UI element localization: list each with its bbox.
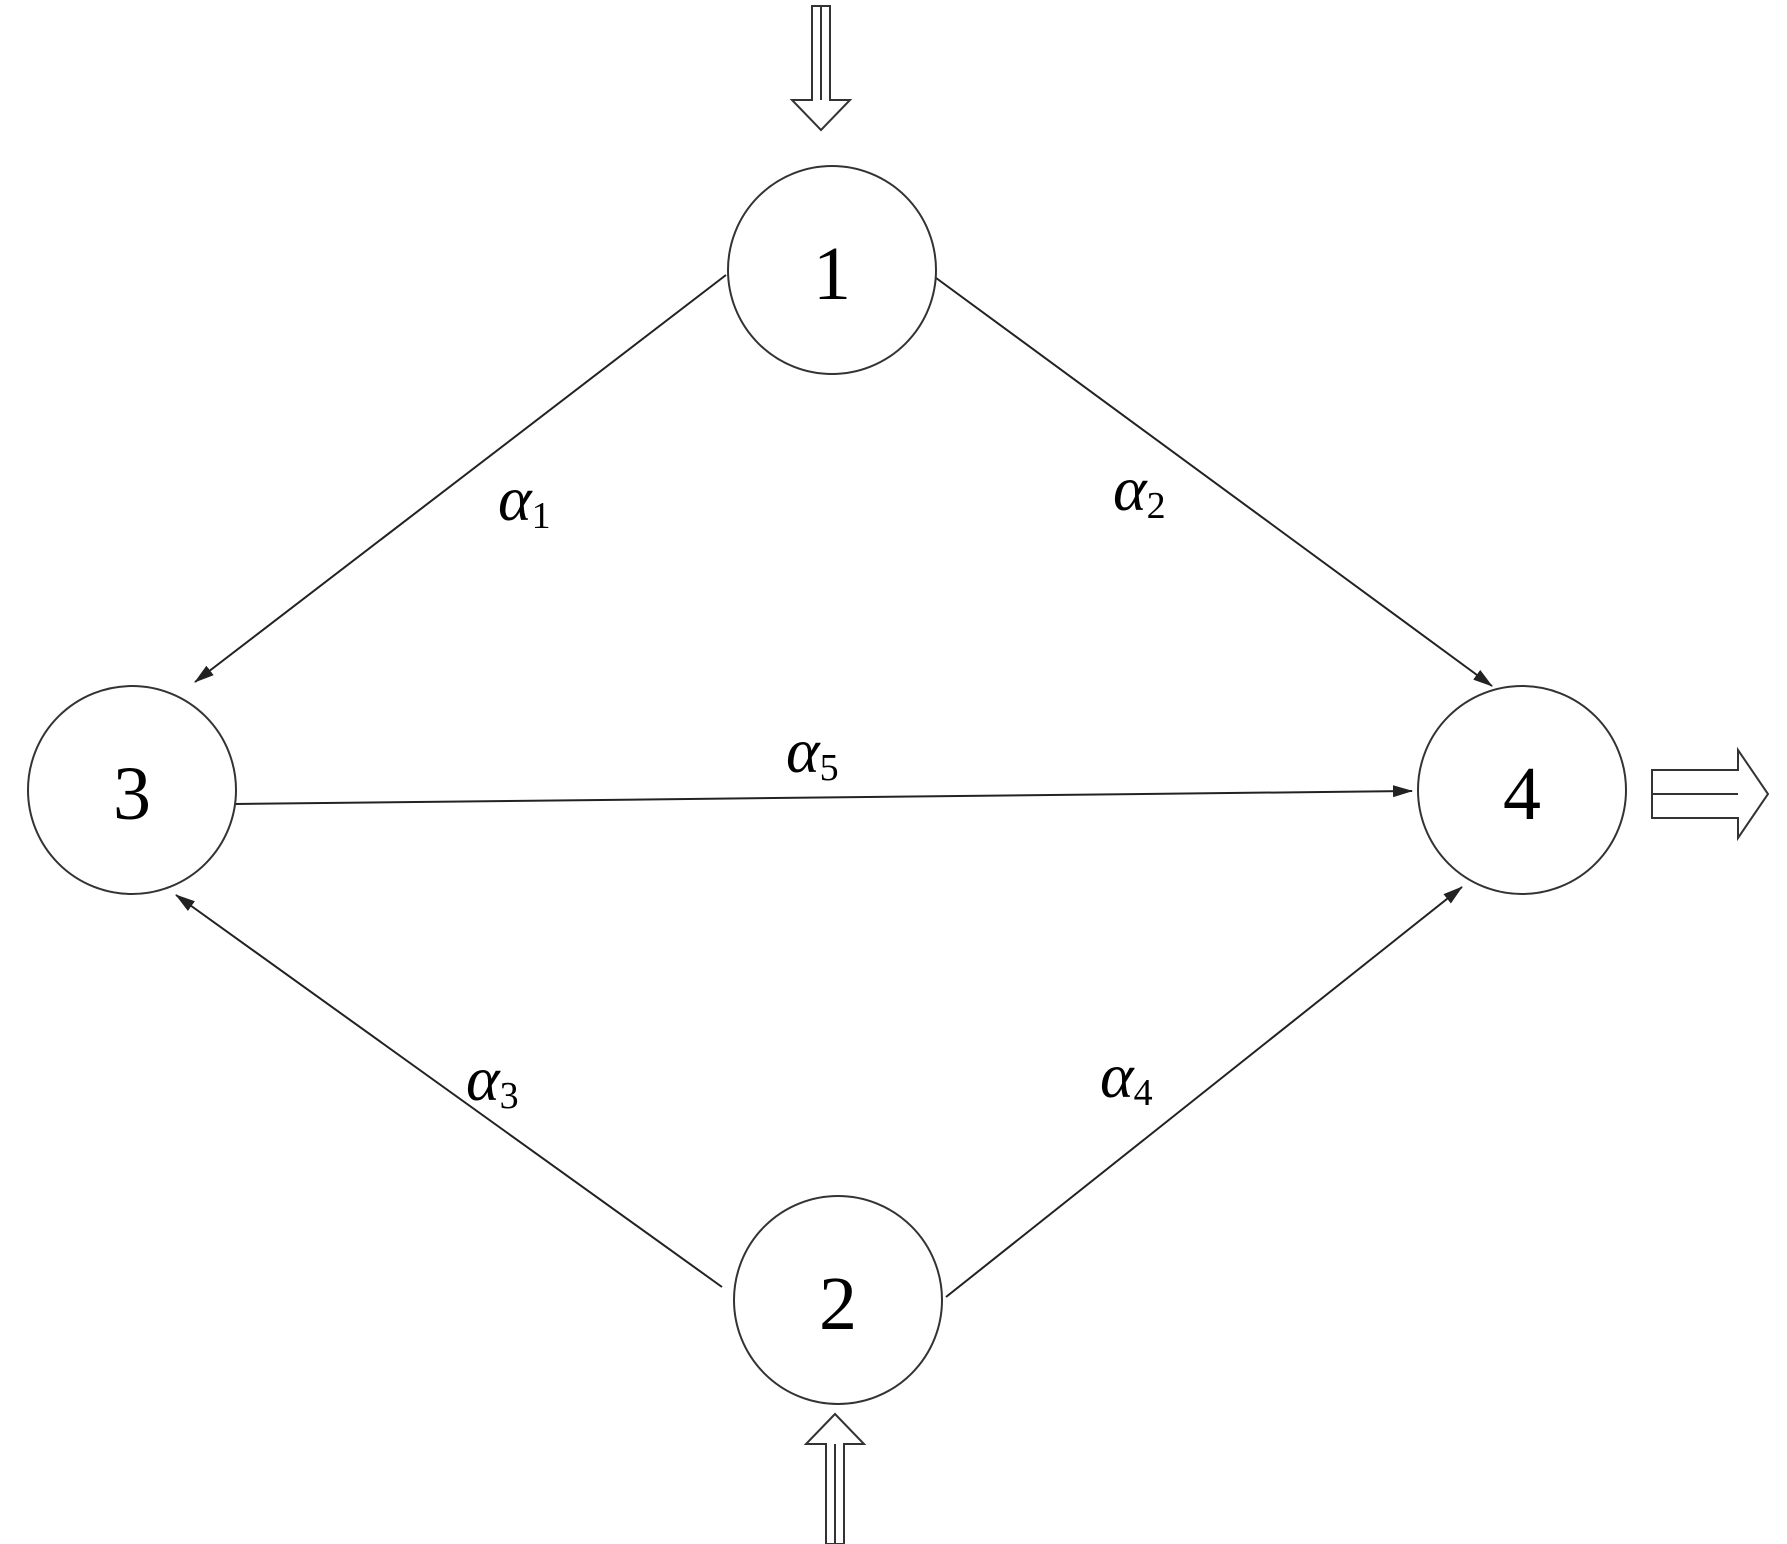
edge-label-1-4-symbol: α <box>1113 453 1148 524</box>
edge-label-2-4-symbol: α <box>1100 1040 1135 1111</box>
edge-label-1-4-subscript: 2 <box>1147 485 1166 527</box>
edge-label-3-4-subscript: 5 <box>820 747 839 789</box>
edge-1-to-4 <box>931 274 1493 687</box>
node-3: 3 <box>27 685 237 895</box>
inflow-arrow-node-1 <box>789 5 853 132</box>
edge-3-to-4 <box>234 785 1413 805</box>
node-1-label: 1 <box>813 232 851 316</box>
outflow-arrow-node-4 <box>1651 746 1770 842</box>
node-3-label: 3 <box>113 752 151 836</box>
node-2: 2 <box>733 1195 943 1405</box>
node-2-label: 2 <box>819 1262 857 1346</box>
edge-1-to-3 <box>194 274 727 683</box>
edge-label-1-3: α1 <box>498 463 551 537</box>
edge-label-3-4-symbol: α <box>786 715 821 786</box>
edge-2-to-4 <box>945 886 1463 1298</box>
node-1: 1 <box>727 165 937 375</box>
edge-label-1-4: α2 <box>1113 453 1166 527</box>
edge-label-2-3: α3 <box>466 1043 519 1117</box>
edge-label-2-3-symbol: α <box>466 1043 501 1114</box>
edge-label-1-3-symbol: α <box>498 463 533 534</box>
edge-2-to-3 <box>175 894 723 1288</box>
edge-label-3-4: α5 <box>786 715 839 789</box>
node-4: 4 <box>1417 685 1627 895</box>
node-4-label: 4 <box>1503 752 1541 836</box>
edge-label-2-4: α4 <box>1100 1040 1153 1114</box>
inflow-arrow-node-2 <box>803 1412 867 1544</box>
edge-label-2-4-subscript: 4 <box>1134 1072 1153 1114</box>
edge-label-2-3-subscript: 3 <box>500 1075 519 1117</box>
edge-label-1-3-subscript: 1 <box>532 495 551 537</box>
